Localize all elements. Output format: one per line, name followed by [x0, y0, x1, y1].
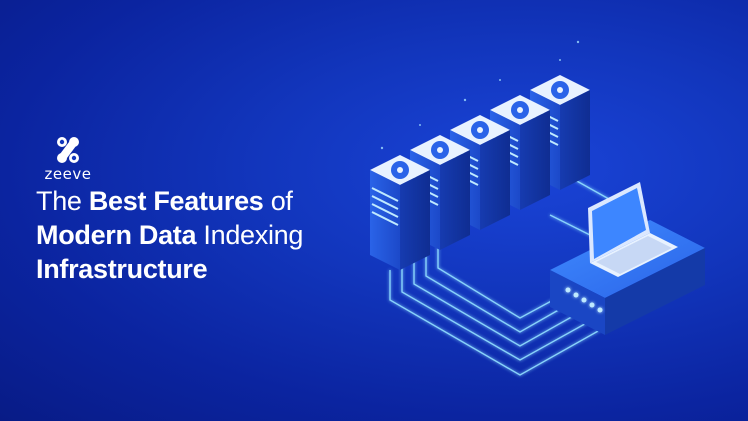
title-emphasis: Best Features [88, 186, 264, 216]
server-network-illustration [370, 40, 705, 376]
brand-logo: zeeve [38, 136, 98, 183]
title-text: Indexing [196, 220, 304, 250]
title-line-2: Modern Data Indexing [36, 218, 366, 252]
laptop-icon [588, 182, 678, 277]
title-line-3: Infrastructure [36, 252, 366, 286]
page-title: The Best Features of Modern Data Indexin… [36, 184, 366, 286]
title-line-1: The Best Features of [36, 184, 366, 218]
zeeve-logo-icon [57, 137, 79, 163]
sparkle-dots [380, 40, 580, 150]
title-text: of [263, 186, 293, 216]
title-emphasis: Modern Data [36, 220, 197, 250]
server-rack [370, 155, 430, 270]
title-emphasis: Infrastructure [36, 254, 208, 284]
brand-name: zeeve [44, 165, 92, 183]
title-text: The [36, 186, 89, 216]
